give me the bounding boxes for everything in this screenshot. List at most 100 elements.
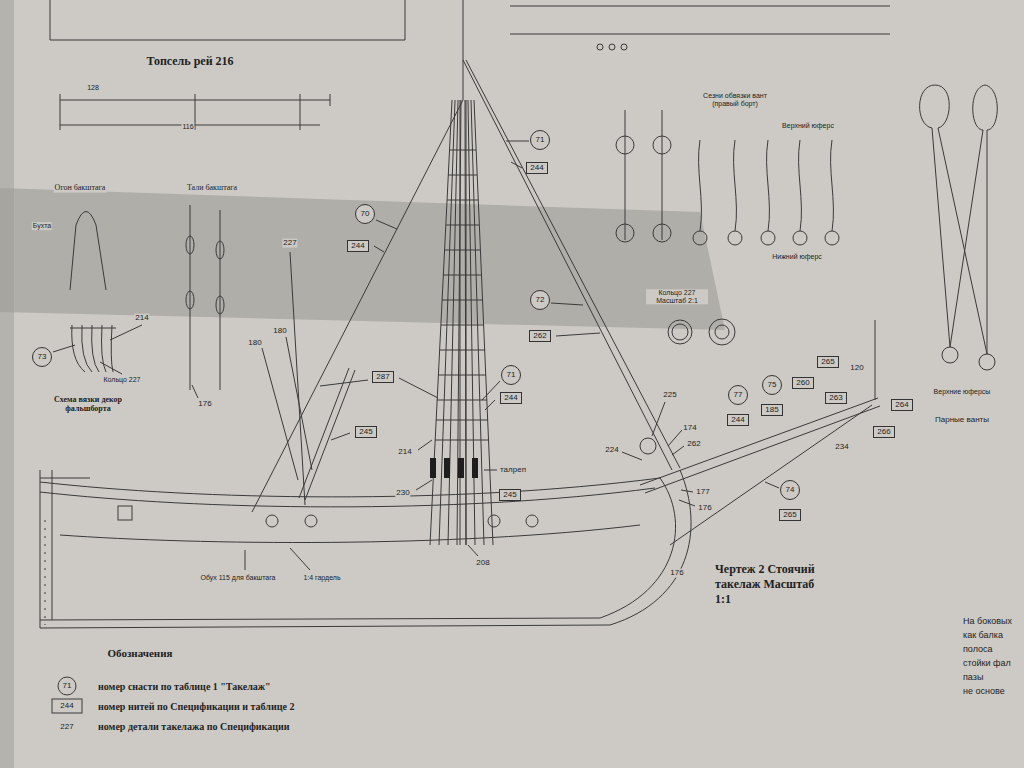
drawing-label: Огон бакштага (54, 184, 107, 193)
drawing-label: Сезни обвязки вант (правый борт) (689, 92, 781, 107)
callout-number: 77 (734, 391, 743, 399)
thread-callout: 262 (529, 330, 551, 342)
thread-callout: 260 (792, 377, 814, 389)
drawing-label: 262 (686, 440, 701, 449)
drawing-label: Верхние юферсы (933, 388, 992, 396)
rope-callout: 70 (355, 204, 375, 224)
legend-row: номер снасти по таблице 1 "Такелаж" (98, 681, 271, 692)
drawing-label: 176 (669, 569, 684, 578)
callout-outline (763, 376, 782, 395)
callout-number: 265 (821, 358, 834, 366)
rope-callout: 71 (530, 130, 550, 150)
callout-number: 244 (351, 242, 364, 250)
drawing-label: 120 (849, 364, 864, 373)
drawing-label: Парные ванты (934, 416, 990, 425)
drawing-label: 116 (181, 123, 194, 131)
callout-number: 71 (536, 136, 545, 144)
callout-number: 244 (530, 164, 543, 172)
drawing-label: Обух 115 для бакштага (200, 574, 277, 582)
drawing-label: 174 (682, 424, 697, 433)
drawing-label: Кольцо 227 Масштаб 2:1 (646, 289, 708, 304)
callout-number: 263 (829, 394, 842, 402)
callout-number: 245 (503, 491, 516, 499)
callout-number: 74 (786, 486, 795, 494)
callout-number: 264 (895, 401, 908, 409)
drawing-label: 214 (134, 314, 149, 323)
drawing-label: 208 (475, 559, 490, 568)
callout-number: 244 (504, 394, 517, 402)
drawing-label: Топсель рей 216 (145, 55, 234, 68)
callout-number: 73 (38, 353, 47, 361)
drawing-label: 225 (662, 391, 677, 400)
callout-number: 260 (796, 379, 809, 387)
callout-number: 266 (877, 428, 890, 436)
drawing-label: 180 (272, 327, 287, 336)
legend-text: номер нитей по Спецификации и таблице 2 (98, 701, 294, 712)
thread-callout: 266 (873, 426, 895, 438)
callout-number: 75 (768, 381, 777, 389)
callout-number: 70 (361, 210, 370, 218)
drawing-label: 227 (59, 723, 74, 732)
drawing-label: 71 (62, 682, 73, 691)
thread-callout: 265 (817, 356, 839, 368)
drawing-label: Кольцо 227 (103, 376, 142, 384)
callout-outline (33, 348, 52, 367)
thread-callout: 244 (347, 240, 369, 252)
rope-callout: 72 (530, 290, 550, 310)
drawing-label: Обозначения (107, 647, 174, 659)
callout-number: 185 (765, 406, 778, 414)
legend-row: номер нитей по Спецификации и таблице 2 (98, 701, 294, 712)
drawing-label: 180 (247, 339, 262, 348)
callout-outline (356, 205, 375, 224)
callout-number: 262 (533, 332, 546, 340)
drawing-label: На боковых (962, 617, 1013, 627)
legend-text: номер снасти по таблице 1 "Такелаж" (98, 681, 271, 692)
thread-callout: 185 (761, 404, 783, 416)
drawing-caption: Чертеж 2 Стоячий такелаж Масштаб 1:1 (715, 562, 825, 607)
thread-callout: 244 (500, 392, 522, 404)
drawing-label: 128 (86, 84, 100, 92)
callout-number: 265 (783, 511, 796, 519)
callout-outline (531, 291, 550, 310)
drawing-label: пазы (962, 673, 984, 683)
drawing-label: 176 (697, 504, 712, 513)
rope-callout: 71 (501, 365, 521, 385)
drawing-label: 214 (397, 448, 412, 457)
drawing-label: 227 (282, 239, 297, 248)
rope-callout: 75 (762, 375, 782, 395)
rope-callout: 74 (780, 480, 800, 500)
thread-callout: 265 (779, 509, 801, 521)
drawing-label: 176 (197, 400, 212, 409)
drawing-label: 224 (604, 446, 619, 455)
callout-outline (502, 366, 521, 385)
thread-callout: 244 (727, 414, 749, 426)
callout-outline (781, 481, 800, 500)
drawing-label: Верхний юферс (781, 122, 835, 130)
thread-callout: 245 (355, 426, 377, 438)
thread-callout: 263 (825, 392, 847, 404)
thread-callout: 245 (499, 489, 521, 501)
rope-callout: 73 (32, 347, 52, 367)
drawing-label: как балка (962, 631, 1004, 641)
drawing-label: стойки фал (962, 659, 1012, 669)
drawing-label: 244 (59, 702, 74, 711)
drawing-label: Нижний юферс (771, 253, 823, 261)
drawing-label: 177 (695, 488, 710, 497)
drawing-label: талреп (499, 466, 527, 475)
drawing-label: не основе (962, 687, 1006, 697)
thread-callout: 244 (526, 162, 548, 174)
thread-callout: 264 (891, 399, 913, 411)
callout-number: 287 (376, 373, 389, 381)
thread-callout: 287 (372, 371, 394, 383)
legend-text: номер детали такелажа по Спецификации (98, 721, 290, 732)
callout-outline (531, 131, 550, 150)
callout-outline (729, 386, 748, 405)
legend-row: номер детали такелажа по Спецификации (98, 721, 290, 732)
rope-callout: 77 (728, 385, 748, 405)
drawing-label: Бухта (32, 222, 52, 230)
drawing-label: Тали бакштага (186, 184, 238, 193)
drawing-label: 230 (395, 489, 410, 498)
callout-number: 245 (359, 428, 372, 436)
callout-number: 244 (731, 416, 744, 424)
